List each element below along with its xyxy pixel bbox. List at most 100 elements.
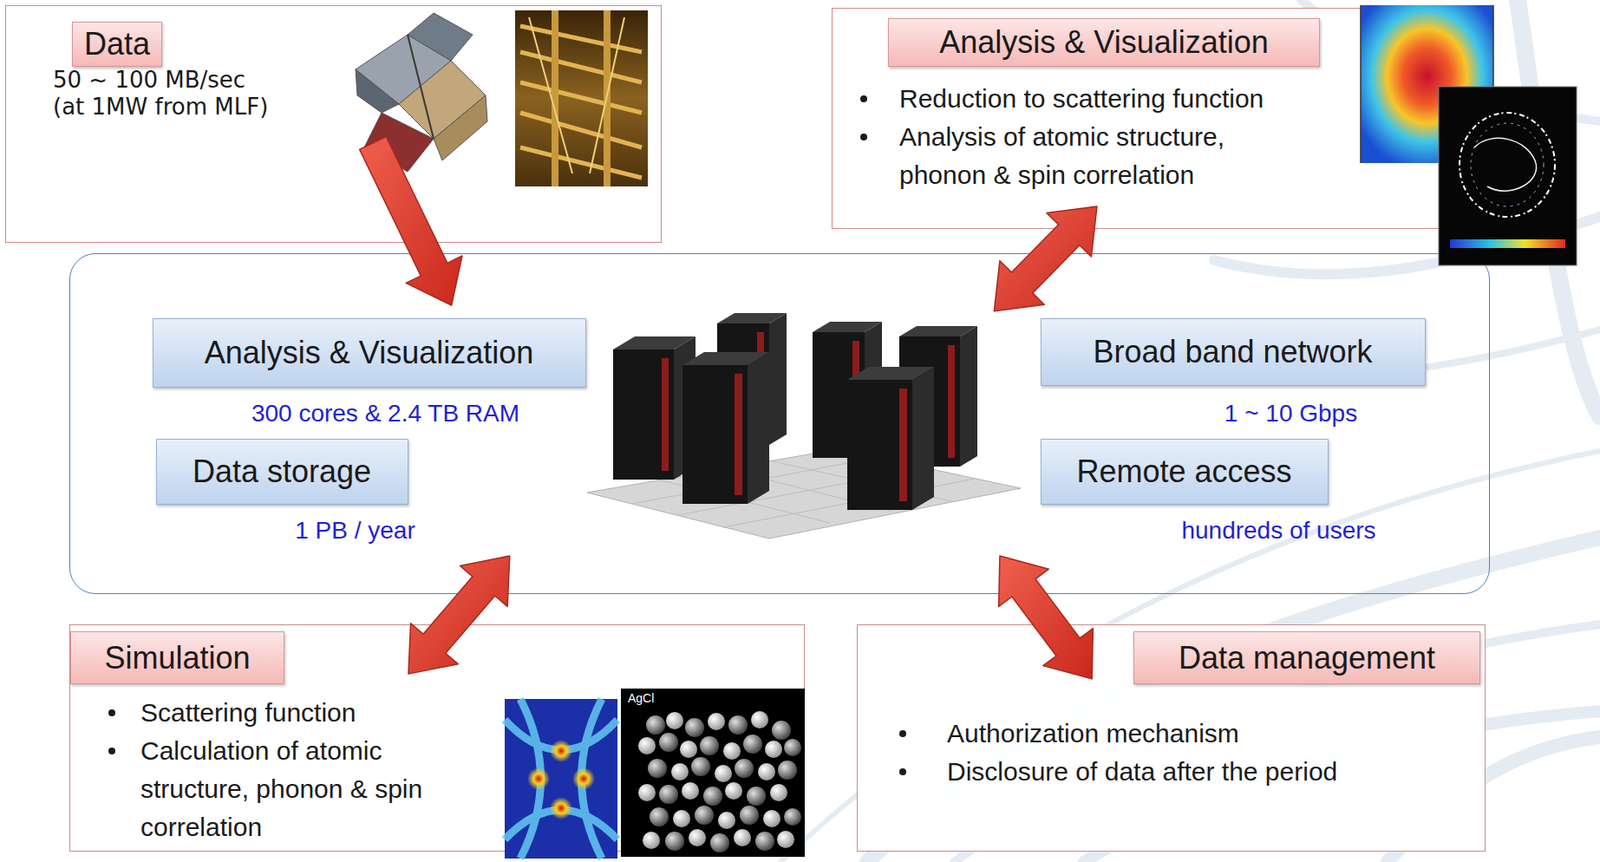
atomic-structure-image xyxy=(649,807,669,827)
bullet-dot xyxy=(860,95,868,103)
atomic-structure-image xyxy=(703,786,723,806)
function-shape: Broad band network xyxy=(1040,318,1426,386)
supercomputer-illustration xyxy=(769,313,787,445)
spec-holder: 1 ~ 10 Gbps xyxy=(1224,398,1358,429)
spec-text: 300 cores & 2.4 TB RAM xyxy=(251,398,520,429)
supercomputer-illustration xyxy=(912,366,934,510)
spec-text: hundreds of users xyxy=(1181,515,1376,546)
body-block: Reduction to scattering functionAnalysis… xyxy=(899,79,1281,195)
instrument-photo xyxy=(555,10,608,187)
instrument-photo xyxy=(515,10,648,187)
atomic-structure-image xyxy=(764,740,783,758)
atomic-structure-image xyxy=(681,782,699,800)
supercomputer-illustration xyxy=(734,373,743,496)
heading-tab: Simulation xyxy=(70,631,285,685)
atomic-structure-image xyxy=(770,783,788,802)
atomic-structure-image xyxy=(665,831,685,851)
simulated-scattering-map xyxy=(504,698,618,859)
flow-arrow xyxy=(408,555,510,674)
bullet-text: Reduction to scattering function xyxy=(899,79,1281,118)
spin-visualization-image xyxy=(1438,86,1577,266)
atomic-structure-image xyxy=(783,738,802,757)
atomic-structure-image xyxy=(642,831,660,849)
atomic-structure-image xyxy=(743,734,763,754)
atomic-structure-image xyxy=(688,829,706,847)
spec-holder: hundreds of users xyxy=(1181,515,1376,546)
atomic-structure-image xyxy=(671,763,689,781)
atomic-structure-image xyxy=(777,830,795,849)
supercomputer-illustration xyxy=(717,313,787,324)
instrument-illustration xyxy=(407,34,434,139)
bullet-text: Authorization mechanism xyxy=(946,714,1433,753)
flow-arrow xyxy=(993,206,1098,312)
simulated-scattering-map xyxy=(549,796,573,820)
supercomputer-illustration xyxy=(899,388,908,502)
bullet-row: 50 ~ 100 MB/sec (at 1MW from MLF) xyxy=(52,66,277,121)
atomic-structure-image xyxy=(646,715,666,735)
supercomputer-illustration xyxy=(747,352,770,504)
atomic-structure-image xyxy=(620,688,805,857)
atomic-structure-image xyxy=(733,829,752,847)
spin-visualization-image xyxy=(1470,123,1544,207)
atomic-structure-image xyxy=(659,784,679,804)
label-holder: AgCl xyxy=(627,691,654,706)
flow-arrow xyxy=(999,555,1094,680)
supercomputer-illustration xyxy=(587,313,1021,539)
bullet-dot xyxy=(108,709,116,717)
atomic-structure-image xyxy=(777,760,797,780)
spin-visualization-image xyxy=(1449,239,1566,249)
spec-text: 1 ~ 10 Gbps xyxy=(1224,398,1358,429)
supercomputer-illustration xyxy=(960,326,978,467)
function-shape: Analysis & Visualization xyxy=(152,318,587,388)
instrument-photo xyxy=(515,10,648,187)
function-box: Data storage 1 PB / year xyxy=(156,438,434,552)
function-name: Data storage xyxy=(192,453,372,490)
supercomputer-illustration xyxy=(847,379,913,510)
supercomputer-illustration xyxy=(847,366,934,380)
atomic-structure-image xyxy=(691,757,711,777)
atomic-structure-image xyxy=(647,758,667,778)
atomic-structure-image xyxy=(714,764,732,783)
instrument-illustration xyxy=(433,95,488,161)
image-label: AgCl xyxy=(627,691,654,706)
supercomputer-illustration xyxy=(613,349,674,480)
spin-visualization-image xyxy=(1474,137,1537,191)
function-box: Remote accesshundreds of users xyxy=(1040,438,1388,552)
background-brush xyxy=(780,450,1600,862)
function-name: Broad band network xyxy=(1092,333,1372,371)
atomic-structure-image xyxy=(666,711,684,730)
atomic-structure-image xyxy=(672,809,691,828)
atomic-structure-image xyxy=(755,831,775,851)
instrument-illustration xyxy=(355,69,399,113)
atomic-structure-image xyxy=(746,786,766,806)
bullet-row: Analysis of atomic structure, phonon & s… xyxy=(899,117,1281,195)
spec-text: 1 PB / year xyxy=(294,515,416,546)
body-block: 50 ~ 100 MB/sec (at 1MW from MLF) xyxy=(52,66,277,121)
instrument-photo xyxy=(528,17,625,174)
heading-text: Simulation xyxy=(104,640,250,677)
atomic-structure-image xyxy=(751,711,769,729)
heading-text: Data management xyxy=(1178,640,1436,677)
atomic-structure-image xyxy=(710,833,730,853)
simulated-scattering-map xyxy=(504,698,618,859)
simulated-scattering-map xyxy=(504,698,618,859)
atomic-structure-image xyxy=(728,715,748,735)
atomic-structure-image xyxy=(724,782,743,800)
rate-text: 50 ~ 100 MB/sec (at 1MW from MLF) xyxy=(52,66,277,121)
bullet-row: Disclosure of data after the period xyxy=(946,752,1433,791)
bullet-dot xyxy=(860,133,868,141)
bullet-row: Scattering function xyxy=(140,693,453,732)
atomic-structure-image xyxy=(679,740,698,758)
function-name: Analysis & Visualization xyxy=(204,334,535,372)
bullet-dot xyxy=(899,730,907,738)
atomic-structure-image xyxy=(771,720,791,740)
bullet-row: Authorization mechanism xyxy=(946,714,1433,753)
body-block: Authorization mechanismDisclosure of dat… xyxy=(946,714,1433,791)
bullet-row: Reduction to scattering function xyxy=(899,79,1281,118)
heading-tab: Data management xyxy=(1133,631,1481,685)
spin-visualization-image xyxy=(1459,112,1555,217)
supercomputer-illustration xyxy=(812,321,882,333)
bullet-row: Calculation of atomic structure, phonon … xyxy=(140,731,453,847)
